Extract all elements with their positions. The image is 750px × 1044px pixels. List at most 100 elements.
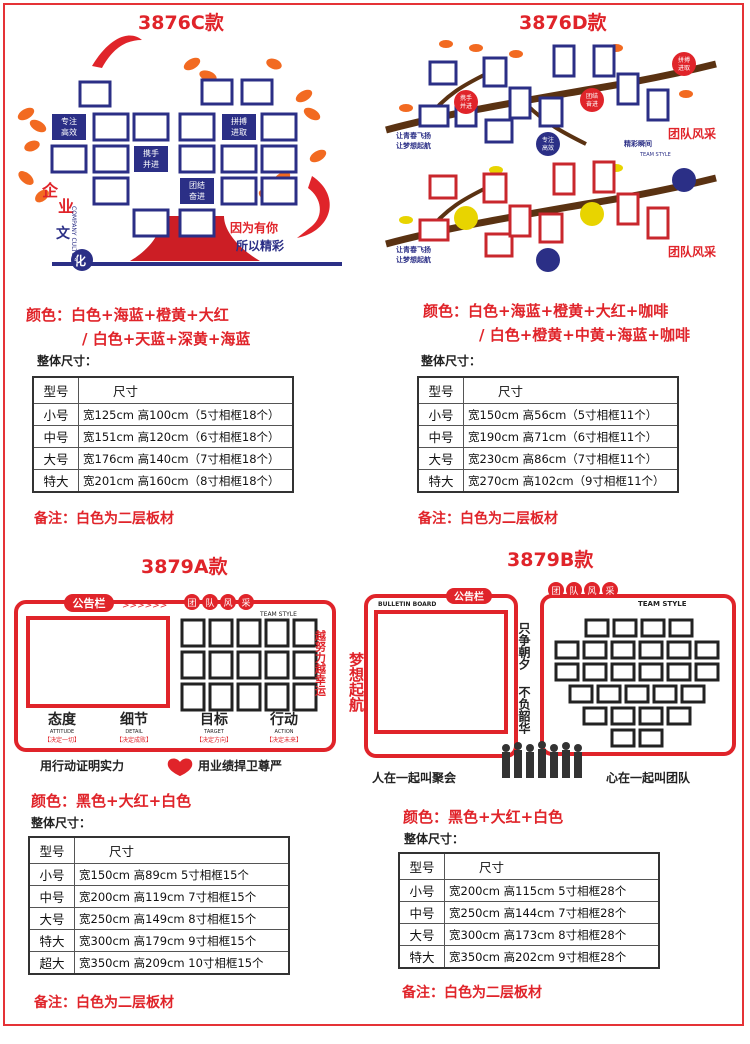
table-row: 中号宽250cm 高144cm 7寸相框28个 [398,901,660,924]
svg-text:精彩瞬间: 精彩瞬间 [624,139,652,148]
svg-text:并进: 并进 [143,159,159,169]
svg-text:奋进: 奋进 [189,191,205,201]
svg-text:专注: 专注 [542,136,554,144]
svg-text:行动: 行动 [269,711,298,728]
svg-text:公告栏: 公告栏 [454,590,484,603]
svg-text:团结: 团结 [189,180,205,190]
svg-text:化: 化 [74,253,86,268]
header-model: 型号 [32,376,79,404]
table-row: 特大宽300cm 高179cm 9寸相框15个 [28,929,290,952]
row-model: 特大 [32,469,79,493]
product-title-3876c: 3876C款 [138,12,224,34]
header-model: 型号 [417,376,464,404]
svg-text:态度: 态度 [48,711,77,728]
row-model: 中号 [32,425,79,448]
row-model: 特大 [398,945,445,969]
svg-text:让青春飞扬: 让青春飞扬 [396,245,431,254]
table-row: 大号宽230cm 高86cm（7寸相框11个） [417,447,679,470]
note-3876d: 备注：白色为二层板材 [418,511,558,527]
row-model: 中号 [28,885,75,908]
svg-text:风: 风 [223,598,232,609]
header-model: 型号 [398,852,445,880]
row-size: 宽300cm 高173cm 8寸相框28个 [444,923,660,946]
svg-text:团队风采: 团队风采 [668,126,716,141]
size-label-3879a: 整体尺寸： [31,816,92,830]
row-size: 宽200cm 高119cm 7寸相框15个 [74,885,290,908]
svg-text:携手: 携手 [143,148,159,158]
header-size: 尺寸 [74,836,290,864]
table-row: 特大宽350cm 高202cm 9寸相框28个 [398,945,660,969]
svg-text:用业绩捍卫尊严: 用业绩捍卫尊严 [197,758,282,773]
row-size: 宽125cm 高100cm（5寸相框18个） [78,403,294,426]
svg-text:人在一起叫聚会: 人在一起叫聚会 [372,770,457,785]
table-row: 小号宽200cm 高115cm 5寸相框28个 [398,879,660,902]
size-label-3876d: 整体尺寸： [421,354,482,368]
note-3876c: 备注：白色为二层板材 [34,511,174,527]
svg-text:采: 采 [605,586,614,597]
row-size: 宽230cm 高86cm（7寸相框11个） [463,447,679,470]
svg-text:【决定未来】: 【决定未来】 [266,736,302,744]
svg-text:TEAM STYLE: TEAM STYLE [639,152,671,158]
header-model: 型号 [28,836,75,864]
table-row: 特大宽270cm 高102cm（9寸相框11个） [417,469,679,493]
svg-text:并进: 并进 [460,102,472,110]
svg-text:团队风采: 团队风采 [668,244,716,259]
svg-text:团: 团 [551,586,560,597]
svg-text:梦想起航: 梦想起航 [347,651,365,713]
svg-text:【决定成败】: 【决定成败】 [116,736,152,744]
row-model: 小号 [32,403,79,426]
row-model: 中号 [417,425,464,448]
colors-3876d-1: 颜色：白色+海蓝+橙黄+大红+咖啡 [423,302,669,320]
row-size: 宽190cm 高71cm（6寸相框11个） [463,425,679,448]
table-header-row: 型号 尺寸 [398,852,660,880]
colors-3879a: 颜色：黑色+大红+白色 [31,792,192,810]
row-size: 宽200cm 高115cm 5寸相框28个 [444,879,660,902]
row-model: 大号 [32,447,79,470]
size-label-3876c: 整体尺寸： [37,354,98,368]
header-size: 尺寸 [444,852,660,880]
svg-text:TEAM STYLE: TEAM STYLE [259,611,297,618]
size-table-3876d: 型号 尺寸 小号宽150cm 高56cm（5寸相框11个） 中号宽190cm 高… [417,376,679,493]
size-table-3879a: 型号 尺寸 小号宽150cm 高89cm 5寸相框15个 中号宽200cm 高1… [28,836,290,975]
table-row: 超大宽350cm 高209cm 10寸相框15个 [28,951,290,975]
svg-text:企: 企 [41,181,59,200]
table-header-row: 型号 尺寸 [32,376,294,404]
svg-text:团: 团 [187,598,196,609]
svg-text:高效: 高效 [542,144,554,152]
row-size: 宽201cm 高160cm（8寸相框18个） [78,469,294,493]
svg-text:携手: 携手 [460,94,472,102]
header-size: 尺寸 [463,376,679,404]
svg-text:拼搏: 拼搏 [231,116,247,126]
row-size: 宽300cm 高179cm 9寸相框15个 [74,929,290,952]
svg-text:采: 采 [241,598,250,609]
table-header-row: 型号 尺寸 [28,836,290,864]
colors-3876c-1: 颜色：白色+海蓝+橙黄+大红 [26,306,229,324]
svg-text:越努力越幸运: 越努力越幸运 [314,629,328,697]
table-row: 小号宽150cm 高89cm 5寸相框15个 [28,863,290,886]
svg-text:队: 队 [205,597,214,609]
row-model: 小号 [398,879,445,902]
svg-text:因为有你: 因为有你 [230,220,278,235]
row-size: 宽250cm 高149cm 8寸相框15个 [74,907,290,930]
svg-text:文: 文 [56,225,71,242]
svg-text:心在一起叫团队: 心在一起叫团队 [606,770,691,785]
product-image-3879a: 公告栏 >>>>>> 团 队 风 采 TEAM STYLE 越努力越幸运 态度 … [14,594,336,776]
size-table-3879b: 型号 尺寸 小号宽200cm 高115cm 5寸相框28个 中号宽250cm 高… [398,852,660,969]
size-label-3879b: 整体尺寸： [404,832,465,846]
svg-text:COMPANY CULTURE: COMPANY CULTURE [70,206,77,265]
product-title-3879b: 3879B款 [507,549,594,571]
note-3879b: 备注：白色为二层板材 [402,985,542,1001]
row-size: 宽176cm 高140cm（7寸相框18个） [78,447,294,470]
row-size: 宽250cm 高144cm 7寸相框28个 [444,901,660,924]
product-title-3879a: 3879A款 [141,556,228,578]
row-model: 小号 [28,863,75,886]
table-row: 中号宽200cm 高119cm 7寸相框15个 [28,885,290,908]
row-model: 大号 [28,907,75,930]
product-image-3876c: 专注 高效 拼搏 进取 携手 并进 团结 奋进 企 业 文 化 COMPANY … [17,35,342,271]
row-model: 大号 [417,447,464,470]
table-row: 大号宽250cm 高149cm 8寸相框15个 [28,907,290,930]
svg-text:【决定一切】: 【决定一切】 [44,736,80,744]
size-table-3876c: 型号 尺寸 小号宽125cm 高100cm（5寸相框18个） 中号宽151cm … [32,376,294,493]
svg-text:ATTITUDE: ATTITUDE [50,729,74,735]
